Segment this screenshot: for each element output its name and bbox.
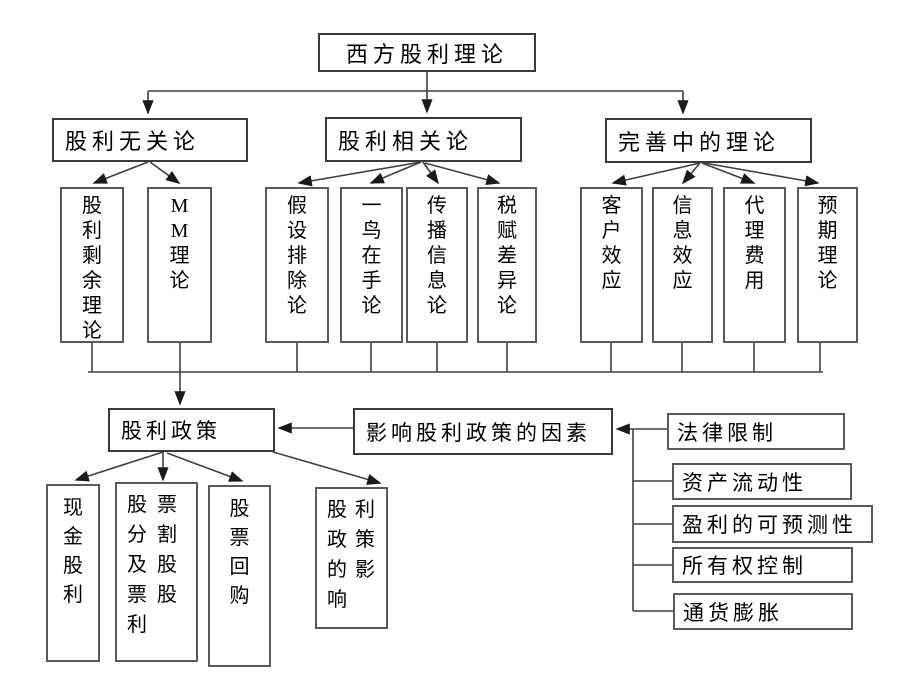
node-label: 盈利的可预测性 (682, 513, 857, 537)
tree-lines (74, 72, 823, 612)
node-earnings-predictability: 盈利的可预测性 (672, 505, 873, 543)
node-agency-cost: 代理费用 (723, 187, 786, 343)
node-label: 资产流动性 (682, 470, 807, 495)
node-cash-dividend: 现金股利 (46, 484, 100, 662)
node-label: 股利无关论 (65, 129, 201, 154)
node-label: 通货膨胀 (683, 600, 783, 625)
node-label: 完善中的理论 (618, 129, 781, 155)
node-bird-in-hand-theory: 一鸟在手论 (340, 187, 403, 343)
node-information-signaling-theory: 传播信息论 (406, 187, 468, 343)
node-label: MM理论 (169, 195, 190, 292)
node-legal-restrictions: 法律限制 (667, 413, 845, 450)
node-label: 西方股利理论 (345, 41, 508, 67)
node-information-effect: 信息效应 (652, 187, 713, 343)
node-ownership-control: 所有权控制 (672, 547, 853, 583)
node-label: 影响股利政策的因素 (366, 420, 591, 445)
node-dividend-policy: 股利政策 (108, 408, 275, 452)
node-label: 现金股利 (63, 497, 83, 606)
node-label: 代理费用 (744, 195, 765, 292)
node-clientele-effect: 客户效应 (580, 187, 643, 343)
node-expectation-theory: 预期理论 (797, 187, 858, 343)
node-western-dividend-theory: 西方股利理论 (318, 33, 536, 72)
node-developing-theories: 完善中的理论 (605, 118, 812, 163)
node-inflation: 通货膨胀 (673, 593, 853, 630)
node-label: 股票回购 (229, 498, 250, 607)
node-factors-affecting-dividend-policy: 影响股利政策的因素 (353, 408, 613, 455)
node-label: 一鸟在手论 (361, 195, 382, 317)
node-dividend-irrelevance: 股利无关论 (52, 118, 248, 162)
node-label: 客户效应 (601, 195, 622, 292)
node-label: 信息效应 (672, 195, 693, 292)
node-stock-split-and-stock-dividend: 股票 分割 及股 票股 利 (115, 482, 198, 662)
node-dividend-relevance: 股利相关论 (325, 117, 522, 162)
node-label: 股利政策 (121, 419, 221, 443)
node-label: 股利相关论 (338, 128, 474, 154)
node-mm-theory: MM理论 (147, 187, 212, 343)
node-label: 所有权控制 (682, 554, 807, 578)
node-label: 税赋差异论 (497, 195, 517, 317)
node-stock-repurchase: 股票回购 (208, 485, 271, 667)
node-assumption-exclusion-theory: 假设排除论 (265, 187, 329, 343)
node-label: 股利剩余理论 (82, 195, 102, 342)
node-dividend-policy-influence: 股利 政策 的影 响 (315, 487, 388, 629)
node-label: 传播信息论 (427, 195, 447, 317)
node-tax-differential-theory: 税赋差异论 (477, 187, 537, 343)
node-residual-dividend-theory: 股利剩余理论 (60, 187, 124, 343)
node-label: 假设排除论 (287, 195, 307, 317)
node-asset-liquidity: 资产流动性 (672, 463, 852, 500)
node-label: 法律限制 (677, 420, 777, 445)
node-label: 预期理论 (817, 195, 838, 292)
